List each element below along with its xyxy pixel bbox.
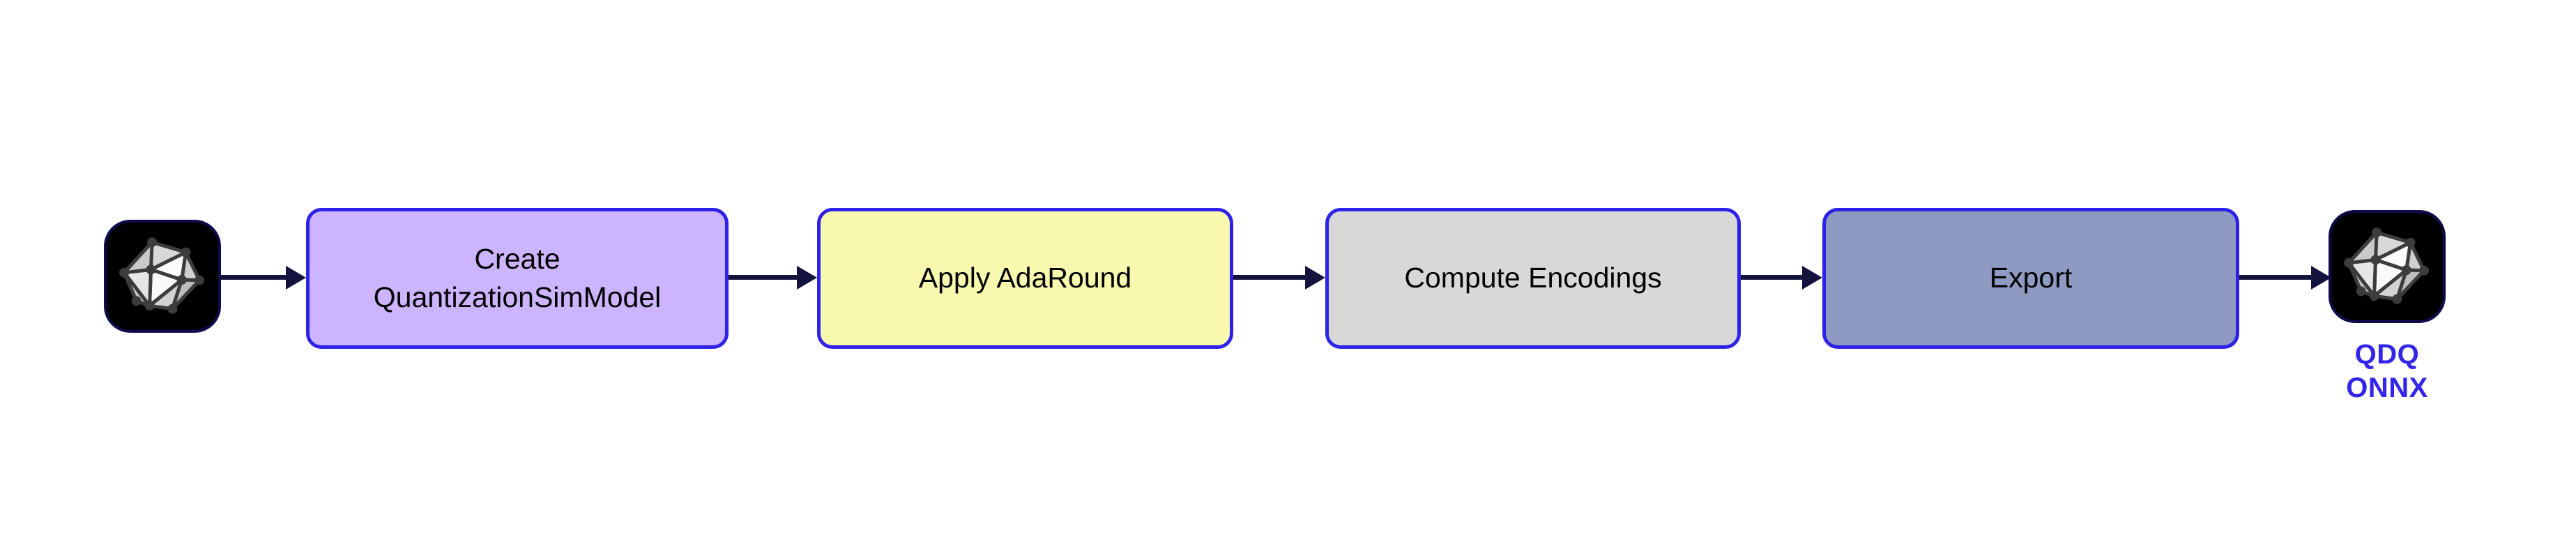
arrow-adaround-to-encodings (1233, 265, 1325, 290)
arrow-head-icon (1802, 265, 1822, 290)
arrow-shaft (218, 275, 287, 280)
stage-apply-adaround[interactable]: Apply AdaRound (817, 207, 1233, 349)
output-model-node: QDQ ONNX (2331, 213, 2443, 404)
onnx-logo-icon (107, 222, 218, 330)
arrow-export-to-output (2239, 265, 2331, 290)
stage-compute-encodings[interactable]: Compute Encodings (1325, 207, 1741, 349)
arrow-create-to-adaround (729, 265, 817, 290)
input-model-node (107, 222, 218, 330)
arrow-input-to-create (218, 265, 306, 290)
stage-create-quantizationsimmodel[interactable]: Create QuantizationSimModel (306, 207, 729, 349)
arrow-head-icon (286, 265, 306, 290)
arrow-head-icon (797, 265, 817, 290)
output-model-caption: QDQ ONNX (2346, 339, 2428, 403)
arrow-head-icon (1305, 265, 1325, 290)
arrow-encodings-to-export (1741, 265, 1822, 290)
arrow-shaft (1741, 275, 1803, 280)
arrow-head-icon (2311, 265, 2331, 290)
arrow-shaft (729, 275, 798, 280)
onnx-logo-icon (2331, 213, 2443, 321)
stage-export[interactable]: Export (1822, 207, 2239, 349)
arrow-shaft (1233, 275, 1306, 280)
arrow-shaft (2239, 275, 2312, 280)
